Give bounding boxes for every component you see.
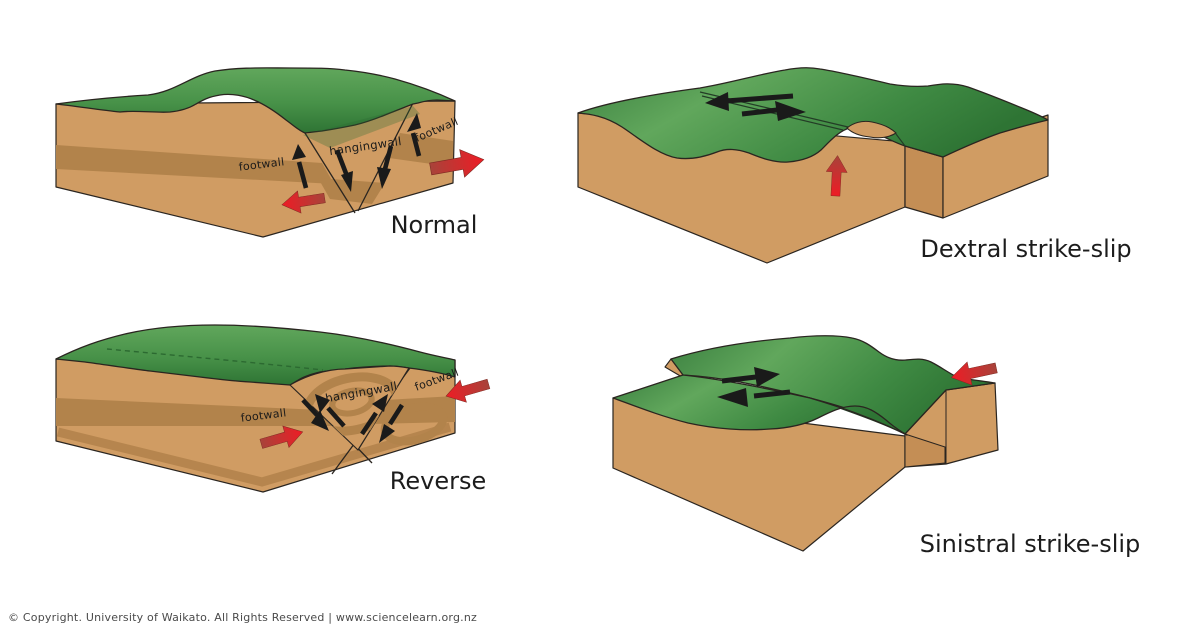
reverse-fold-ring-inner xyxy=(329,387,375,417)
reverse-bottom-band xyxy=(56,422,452,487)
normal-slip-arrows xyxy=(292,113,422,192)
footwall-label-left: footwall xyxy=(240,406,287,424)
slip-arrow-up-icon xyxy=(410,132,422,157)
normal-graben-shadow xyxy=(303,106,420,148)
dextral-scarp-lens xyxy=(846,120,897,139)
slip-arrow-up-icon xyxy=(360,411,378,436)
slip-arrowhead-icon xyxy=(717,388,748,407)
normal-fault-panel: footwall hangingwall footwall Normal xyxy=(55,67,487,239)
slip-arrowhead-icon xyxy=(292,144,306,160)
slip-arrow-up-icon xyxy=(296,161,309,189)
normal-stripe-left xyxy=(56,145,334,184)
slip-arrowhead-icon xyxy=(754,367,780,387)
slip-arrowhead-icon xyxy=(705,92,729,111)
normal-fault-line-left xyxy=(304,132,356,214)
dextral-fault-scarp-face xyxy=(904,145,944,219)
normal-stripe-graben xyxy=(318,178,385,204)
slip-arrowhead-icon xyxy=(311,410,329,431)
slip-arrow-down-icon xyxy=(382,145,394,170)
sinistral-near-grass-top xyxy=(612,374,908,436)
slip-arrow-down-icon xyxy=(388,403,404,426)
slip-arrow-up-icon xyxy=(326,406,346,428)
reverse-caption: Reverse xyxy=(390,467,486,495)
normal-grass-top xyxy=(55,67,456,134)
slip-arrow-down-icon xyxy=(334,149,350,177)
slip-arrowhead-icon xyxy=(775,101,806,121)
reverse-slip-arrows xyxy=(301,394,404,443)
slip-arrow-down-icon xyxy=(301,398,319,417)
slip-arrow-right-icon xyxy=(741,107,778,117)
slip-arrowhead-icon xyxy=(341,171,353,192)
sinistral-slip-arrows xyxy=(717,367,791,407)
slip-arrow-right-icon xyxy=(721,374,757,384)
reverse-stripe-left xyxy=(56,398,336,426)
dextral-slip-arrows xyxy=(705,92,806,121)
slip-arrowhead-icon xyxy=(407,113,421,132)
copyright-text: © Copyright. University of Waikato. All … xyxy=(8,611,477,624)
normal-stripe-right xyxy=(389,133,453,167)
slip-arrowhead-icon xyxy=(377,167,391,189)
sinistral-fault-scarp-face xyxy=(904,433,946,468)
slip-arrowhead-icon xyxy=(315,394,330,413)
dextral-strike-slip-panel: Dextral strike-slip xyxy=(577,66,1132,264)
reverse-fault-panel: footwall hangingwall footwall Reverse xyxy=(55,324,493,495)
dextral-grass-top xyxy=(577,66,1049,163)
slip-arrow-left-icon xyxy=(753,389,791,399)
slip-arrowhead-icon xyxy=(372,394,388,412)
footwall-label-left: footwall xyxy=(238,155,285,173)
normal-caption: Normal xyxy=(391,211,478,239)
slip-arrow-left-icon xyxy=(725,93,794,104)
reverse-fold-axis-dashed-line xyxy=(106,348,324,371)
sinistral-strike-slip-panel: Sinistral strike-slip xyxy=(612,335,1141,558)
slip-arrowhead-icon xyxy=(379,424,395,443)
normal-fault-line-right xyxy=(357,102,414,212)
dextral-caption: Dextral strike-slip xyxy=(920,235,1131,263)
sinistral-caption: Sinistral strike-slip xyxy=(920,530,1141,558)
